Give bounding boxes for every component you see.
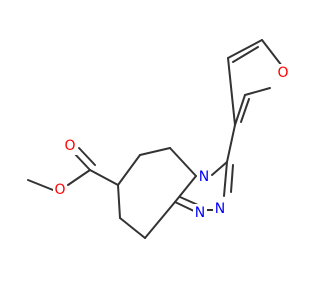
furan-o-bg bbox=[276, 64, 290, 82]
bond-o-c5 bbox=[261, 39, 283, 67]
bond-ester-o-methyl bbox=[27, 179, 54, 191]
bond-c3-c2-inner bbox=[240, 98, 250, 123]
bond-c5-c6 bbox=[139, 147, 171, 156]
bond-c8a-n4 bbox=[174, 175, 197, 203]
ring-n2-bg bbox=[213, 200, 227, 218]
bond-carbonyl-ester-o bbox=[67, 169, 91, 186]
bond-c8-c9 bbox=[119, 217, 146, 239]
carbonyl-oxygen-label: O bbox=[64, 138, 75, 154]
bond-c5-c4-inner bbox=[232, 46, 259, 63]
bond-n1-c8a bbox=[174, 201, 197, 213]
bond-c2-o bbox=[244, 87, 271, 96]
azepane-ring bbox=[117, 147, 197, 239]
bond-c3a-n2 bbox=[223, 161, 228, 197]
bond-c3a-n2-inner bbox=[230, 164, 234, 193]
furan-ring bbox=[227, 39, 283, 126]
ester-oxygen-label: O bbox=[54, 182, 65, 198]
bond-c6-c7 bbox=[117, 154, 141, 186]
bond-c3-c3a bbox=[226, 124, 236, 163]
bond-c9-c8a bbox=[144, 201, 176, 239]
bond-c3a-n4 bbox=[211, 161, 228, 176]
bond-c3-c2 bbox=[234, 94, 246, 126]
bond-c7-c8 bbox=[117, 184, 121, 219]
bond-carbonyl-o bbox=[73, 152, 91, 171]
ring-n1-bg bbox=[193, 204, 207, 222]
furan-oxygen-label: O bbox=[277, 65, 288, 81]
ring-nitrogen-2-label: N bbox=[215, 201, 225, 217]
triazole-ring bbox=[174, 124, 236, 213]
bond-c4-c3 bbox=[227, 57, 236, 126]
atom-labels: O O O N N N bbox=[53, 64, 290, 222]
bond-carbonyl-o-inner bbox=[78, 147, 96, 166]
ring-n4-bg bbox=[197, 168, 211, 186]
ester-group bbox=[27, 147, 119, 191]
bond-n1-c8a-inner bbox=[179, 196, 199, 206]
bond-c5-c4 bbox=[227, 39, 263, 59]
ester-o-bg bbox=[53, 181, 67, 199]
ring-nitrogen-1-label: N bbox=[195, 205, 205, 221]
ring-nitrogen-4-label: N bbox=[199, 169, 209, 185]
carbonyl-o-bg bbox=[63, 137, 77, 155]
molecule-structure: O O O N N N bbox=[27, 39, 290, 239]
bond-c7-carbonyl bbox=[89, 169, 119, 186]
bond-n4-c5 bbox=[169, 147, 197, 177]
